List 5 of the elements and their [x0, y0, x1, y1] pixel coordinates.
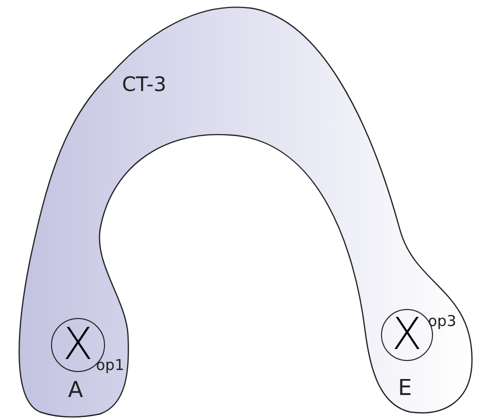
band-label: CT-3 [122, 74, 166, 94]
point-label: E [398, 378, 412, 400]
index-label: op1 [96, 358, 124, 373]
point-label: A [68, 380, 84, 402]
arch-band [18, 6, 473, 418]
